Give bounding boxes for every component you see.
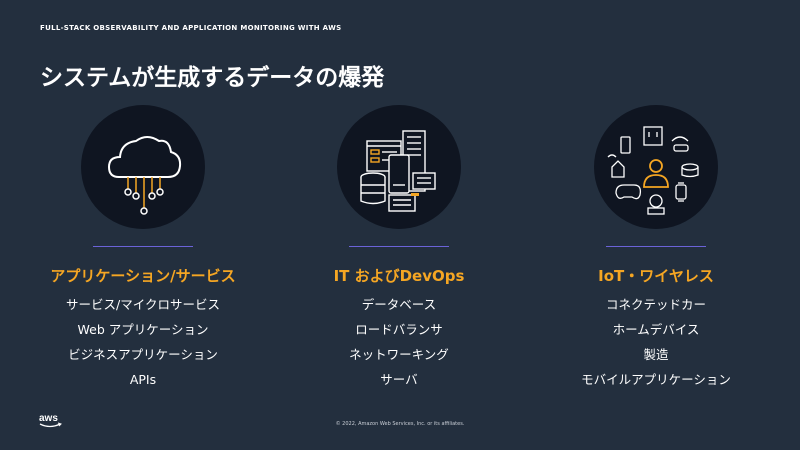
list-item: ロードバランサ <box>355 322 443 337</box>
list-item: モバイルアプリケーション <box>581 372 731 387</box>
list-item: APIs <box>129 372 157 387</box>
list-item: データベース <box>361 297 437 312</box>
column-list: サービス/マイクロサービス Web アプリケーション ビジネスアプリケーション … <box>18 292 268 392</box>
list-item: 製造 <box>643 347 669 362</box>
page-title: システムが生成するデータの爆発 <box>40 65 385 91</box>
iot-devices-icon <box>594 105 718 229</box>
column-title: IT およびDevOps <box>333 267 465 285</box>
list-item: サーバ <box>380 372 418 387</box>
column-iot: IoT・ワイヤレス コネクテッドカー ホームデバイス 製造 モバイルアプリケーシ… <box>531 105 781 392</box>
column-title: IoT・ワイヤレス <box>598 267 714 285</box>
column-list: データベース ロードバランサ ネットワーキング サーバ <box>274 292 524 392</box>
column-divider <box>349 246 449 247</box>
list-item: ビジネスアプリケーション <box>68 347 218 362</box>
list-item: コネクテッドカー <box>605 297 706 312</box>
column-list: コネクテッドカー ホームデバイス 製造 モバイルアプリケーション <box>531 292 781 392</box>
list-item: ネットワーキング <box>349 347 449 362</box>
column-it-devops: IT およびDevOps データベース ロードバランサ ネットワーキング サーバ <box>274 105 524 392</box>
column-divider <box>93 246 193 247</box>
svg-text:aws: aws <box>39 413 58 424</box>
column-divider <box>606 246 706 247</box>
it-devops-icon <box>337 105 461 229</box>
column-title: アプリケーション/サービス <box>50 267 236 285</box>
list-item: サービス/マイクロサービス <box>66 297 220 312</box>
header-label: FULL-STACK OBSERVABILITY AND APPLICATION… <box>40 24 342 32</box>
list-item: Web アプリケーション <box>77 322 209 337</box>
list-item: ホームデバイス <box>612 322 700 337</box>
copyright-text: © 2022, Amazon Web Services, Inc. or its… <box>335 421 465 427</box>
cloud-network-icon <box>81 105 205 229</box>
column-applications: アプリケーション/サービス サービス/マイクロサービス Web アプリケーション… <box>18 105 268 392</box>
aws-logo: aws <box>38 412 64 434</box>
